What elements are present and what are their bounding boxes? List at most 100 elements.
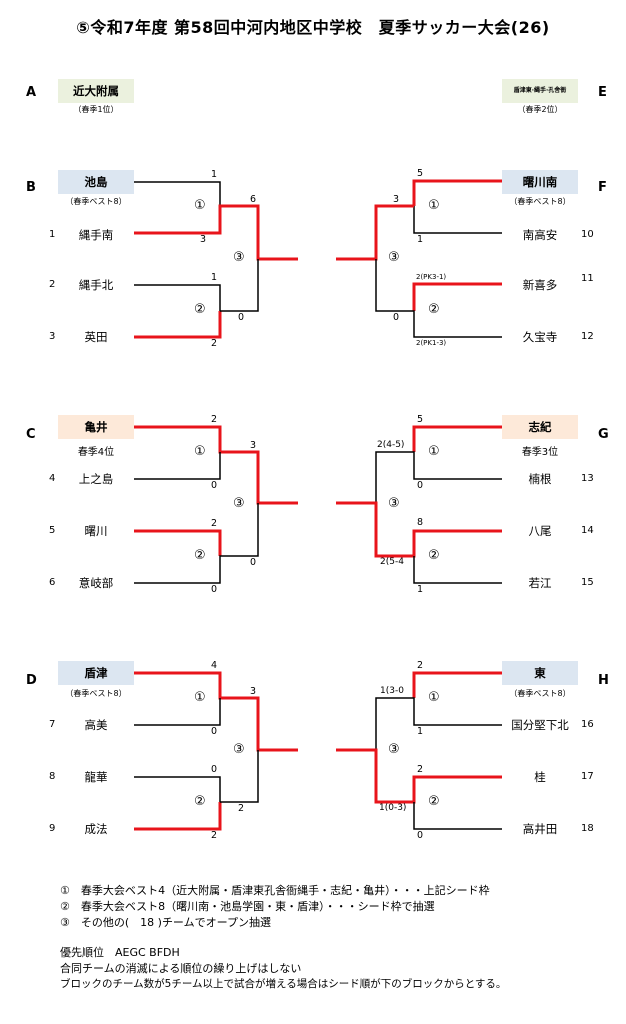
score: 0 xyxy=(250,557,257,568)
round-marker: ① xyxy=(194,198,206,213)
team-number: 6 xyxy=(49,577,56,588)
team-number: 4 xyxy=(49,473,56,484)
round-marker: ② xyxy=(194,794,206,809)
bracket-win-line xyxy=(134,529,222,556)
round-marker: ② xyxy=(428,548,440,563)
seed-letter-g: G xyxy=(598,427,609,442)
team-number: 16 xyxy=(581,719,594,730)
team-name: 縄手北 xyxy=(78,278,114,292)
score: 2 xyxy=(211,414,218,425)
bracket-win-line xyxy=(134,671,298,752)
note-line: ③ その他の( 18 )チームでオープン抽選 xyxy=(60,916,271,929)
score: 5 xyxy=(417,168,424,179)
score: 2(5-4 xyxy=(380,557,404,567)
team-name: 曙川 xyxy=(84,524,108,538)
score: 1 xyxy=(211,169,218,180)
score: 3 xyxy=(250,440,257,451)
bracket-win-line xyxy=(412,179,502,206)
note-line: ① 春季大会ベスト4（近大附属・盾津東孔舎衙縄手・志紀・亀井）・・・上記シード枠 xyxy=(60,884,490,897)
team-name: 南高安 xyxy=(522,228,558,242)
team-name: 若江 xyxy=(528,576,552,590)
seed-letter-a: A xyxy=(26,85,37,100)
team-number: 7 xyxy=(49,719,56,730)
bracket-line xyxy=(134,181,221,206)
seed-g-note: 春季3位 xyxy=(521,447,559,458)
score: 3 xyxy=(250,686,257,697)
score: 1 xyxy=(211,272,218,283)
note-line: 合同チームの消滅による順位の繰り上げはしない xyxy=(60,962,302,975)
score: 2 xyxy=(211,338,218,349)
seed-letter-d: D xyxy=(26,673,37,688)
team-name: 楠根 xyxy=(528,472,552,486)
bracket-win-line xyxy=(134,311,222,339)
round-marker: ③ xyxy=(233,742,245,757)
bracket-line xyxy=(413,556,502,584)
seed-letter-c: C xyxy=(26,427,36,442)
score: 2 xyxy=(417,764,424,775)
seed-letter-f: F xyxy=(598,180,607,195)
team-name: 高井田 xyxy=(522,822,558,836)
round-marker: ③ xyxy=(233,250,245,265)
bracket-win-line xyxy=(336,501,502,558)
team-number: 3 xyxy=(49,331,56,342)
team-name: 新喜多 xyxy=(522,278,558,292)
score: 0 xyxy=(211,726,218,737)
round-marker: ② xyxy=(428,302,440,317)
bracket-line xyxy=(375,451,502,503)
score: 1(3-0 xyxy=(380,686,404,696)
bracket-win-line xyxy=(336,204,414,261)
round-marker: ③ xyxy=(388,496,400,511)
score: 2 xyxy=(211,830,218,841)
team-number: 10 xyxy=(581,229,594,240)
note-line: 優先順位 AEGC BFDH xyxy=(60,946,180,959)
seed-h-note: （春季ベスト8） xyxy=(509,689,571,698)
team-number: 11 xyxy=(581,273,594,284)
team-name: 縄手南 xyxy=(78,228,114,242)
round-marker: ② xyxy=(194,302,206,317)
round-marker: ① xyxy=(428,198,440,213)
bracket-line xyxy=(375,697,502,750)
round-marker: ① xyxy=(194,690,206,705)
seed-f-note: （春季ベスト8） xyxy=(509,197,571,206)
team-number: 15 xyxy=(581,577,594,588)
bracket-win-line xyxy=(336,748,502,804)
score: 2(PK3-1) xyxy=(416,273,447,281)
bracket-win-line xyxy=(134,802,222,831)
round-marker: ① xyxy=(428,444,440,459)
team-name: 英田 xyxy=(84,330,108,344)
seed-a-note: （春季1位） xyxy=(73,105,119,114)
score: 0 xyxy=(417,830,424,841)
score: 6 xyxy=(250,194,257,205)
bracket-line xyxy=(413,206,502,234)
team-name: 上之島 xyxy=(78,472,114,486)
bracket-line xyxy=(134,776,221,802)
team-name: 成法 xyxy=(84,822,108,836)
score: 1(0-3) xyxy=(379,803,407,813)
bracket-win-line xyxy=(134,425,298,505)
seed-letter-h: H xyxy=(598,673,609,688)
score: 5 xyxy=(417,414,424,425)
team-name: 国分堅下北 xyxy=(511,718,569,732)
score: 0 xyxy=(211,764,218,775)
bracket-win-line xyxy=(412,425,502,452)
seed-a-team: 近大附属 xyxy=(58,79,134,103)
bracket-win-line xyxy=(412,671,502,698)
bracket-line xyxy=(413,802,502,830)
note-line: ブロックのチーム数が5チーム以上で試合が増える場合はシード順が下のブロックからと… xyxy=(60,978,507,990)
seed-c-note: 春季4位 xyxy=(77,447,115,458)
page-title: ⑤令和7年度 第58回中河内地区中学校 夏季サッカー大会(26) xyxy=(76,18,550,37)
team-name: 八尾 xyxy=(528,524,552,538)
bracket-line xyxy=(220,750,259,803)
team-name: 意岐部 xyxy=(78,576,114,590)
score: 2 xyxy=(417,660,424,671)
team-number: 12 xyxy=(581,331,594,342)
round-marker: ③ xyxy=(233,496,245,511)
note-line: ② 春季大会ベスト8（曙川南・池島学園・東・盾津）・・・シード枠で抽選 xyxy=(60,900,435,913)
team-name: 龍華 xyxy=(84,770,108,784)
team-number: 17 xyxy=(581,771,594,782)
team-number: 18 xyxy=(581,823,594,834)
bracket-line xyxy=(220,259,259,312)
score: 8 xyxy=(417,517,424,528)
bracket-line xyxy=(134,698,221,726)
